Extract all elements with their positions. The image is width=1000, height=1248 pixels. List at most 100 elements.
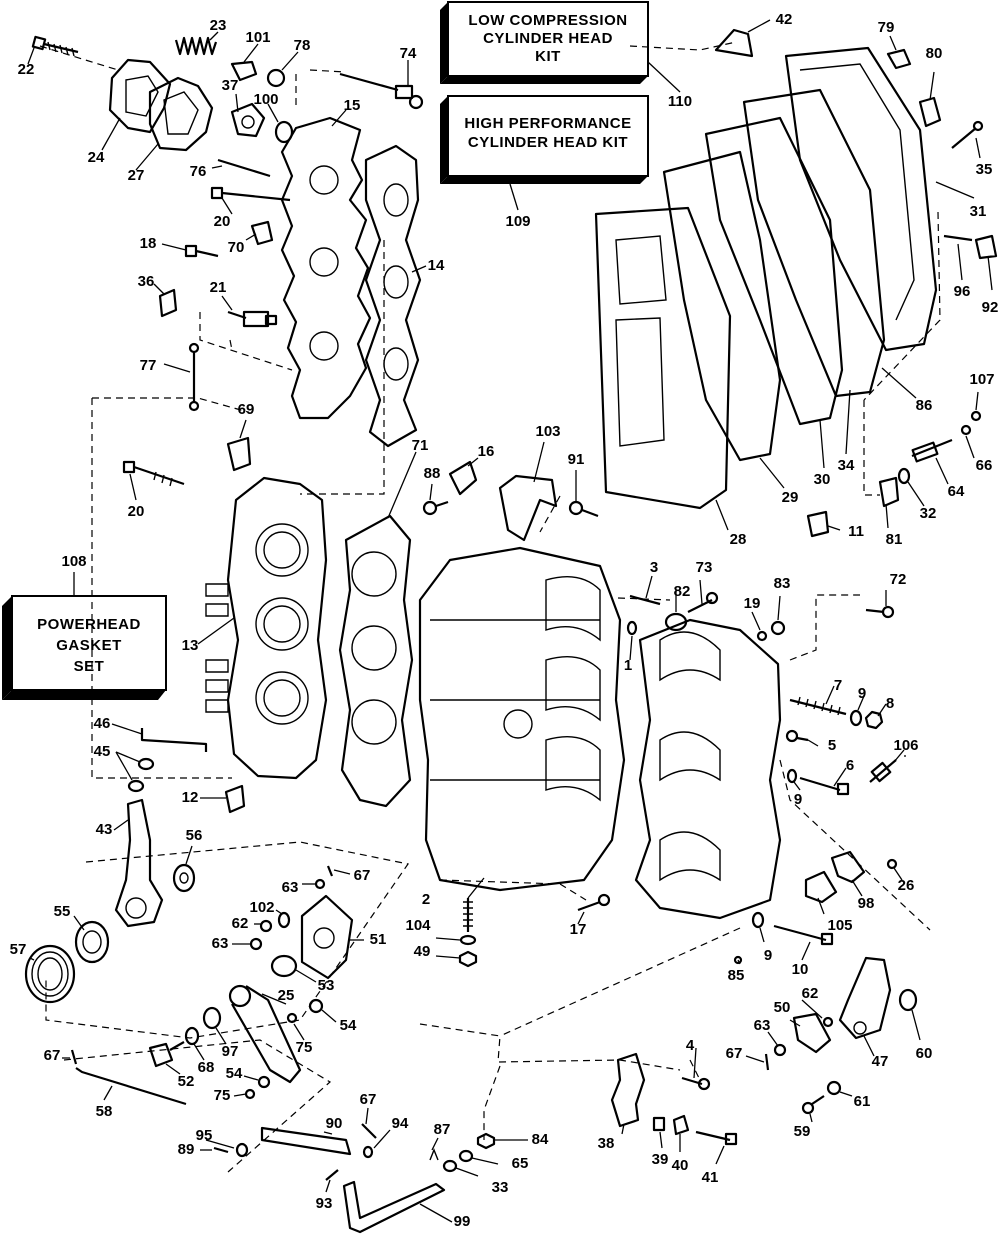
part-1-pin bbox=[626, 620, 638, 636]
part-87-clip bbox=[429, 1148, 439, 1161]
part-67-pin-top bbox=[326, 865, 334, 877]
part-81-clip bbox=[878, 476, 900, 508]
part-94-washer bbox=[362, 1145, 374, 1159]
callout-87: 87 bbox=[434, 1121, 451, 1138]
callout-71: 71 bbox=[412, 437, 429, 454]
callout-104: 104 bbox=[405, 917, 431, 934]
part-7-stud bbox=[789, 696, 847, 716]
callout-24: 24 bbox=[88, 149, 105, 166]
part-52-screw bbox=[148, 1041, 185, 1068]
part-77-wire bbox=[188, 342, 200, 412]
callout-99: 99 bbox=[454, 1213, 471, 1230]
leader-109 bbox=[509, 183, 519, 211]
callout-66: 66 bbox=[976, 457, 993, 474]
part-42-cap bbox=[714, 28, 754, 58]
part-9-washer-lower bbox=[751, 911, 765, 929]
part-65-washer bbox=[458, 1149, 474, 1163]
callout-105: 105 bbox=[827, 917, 852, 934]
callout-39: 39 bbox=[652, 1151, 669, 1168]
callout-57: 57 bbox=[10, 941, 27, 958]
part-26-ball bbox=[886, 858, 898, 870]
callout-75-top: 75 bbox=[296, 1039, 313, 1056]
callout-20: 20 bbox=[214, 213, 231, 230]
callout-8: 8 bbox=[886, 695, 894, 712]
callout-108: 108 bbox=[61, 553, 86, 570]
part-59-screw bbox=[801, 1095, 825, 1115]
crankcase-front-half bbox=[634, 618, 782, 920]
part-15-cylinder-head bbox=[280, 116, 372, 420]
part-27-gasket bbox=[148, 76, 214, 152]
part-20-bolt-top bbox=[210, 186, 291, 202]
part-79-clip bbox=[886, 48, 912, 70]
callout-101: 101 bbox=[245, 29, 270, 46]
callout-37: 37 bbox=[222, 77, 239, 94]
part-67-pin-left bbox=[70, 1049, 78, 1065]
part-88-screw bbox=[422, 500, 449, 516]
part-35-screw bbox=[951, 120, 984, 149]
callout-58: 58 bbox=[96, 1103, 113, 1120]
callout-63: 63 bbox=[212, 935, 229, 952]
callout-4: 4 bbox=[686, 1037, 695, 1054]
callout-11: 11 bbox=[848, 523, 864, 540]
part-38-bracket bbox=[610, 1052, 646, 1128]
part-80-clip bbox=[918, 96, 942, 128]
callout-64: 64 bbox=[948, 483, 965, 500]
callout-7: 7 bbox=[834, 677, 842, 694]
part-37-thermostat bbox=[230, 102, 266, 138]
part-39-spring bbox=[652, 1116, 666, 1132]
callout-79: 79 bbox=[878, 19, 895, 36]
part-50-link bbox=[792, 1012, 832, 1054]
part-103-bracket bbox=[498, 474, 558, 542]
callout-107: 107 bbox=[969, 371, 994, 388]
callout-67-lower: 67 bbox=[360, 1091, 377, 1108]
part-19-ball bbox=[756, 630, 768, 642]
callout-35: 35 bbox=[976, 161, 993, 178]
callout-26: 26 bbox=[898, 877, 915, 894]
powerhead-line-3: SET bbox=[74, 658, 105, 675]
part-102-washer bbox=[277, 911, 291, 929]
part-56-washer bbox=[172, 863, 196, 893]
callout-1: 1 bbox=[624, 657, 632, 674]
callout-88: 88 bbox=[424, 465, 441, 482]
callout-53: 53 bbox=[318, 977, 335, 994]
part-24-cover bbox=[108, 58, 172, 134]
callout-72: 72 bbox=[890, 571, 907, 588]
callout-83: 83 bbox=[774, 575, 791, 592]
callout-32: 32 bbox=[920, 505, 937, 522]
callout-100: 100 bbox=[253, 91, 278, 108]
part-107-ball bbox=[970, 410, 982, 422]
callout-22: 22 bbox=[18, 61, 35, 78]
callout-75: 75 bbox=[214, 1087, 231, 1104]
callout-52: 52 bbox=[178, 1073, 195, 1090]
part-3-dowel bbox=[629, 594, 661, 606]
part-13-cylinder-cover bbox=[205, 476, 328, 780]
callout-3: 3 bbox=[650, 559, 658, 576]
callout-84: 84 bbox=[532, 1131, 549, 1148]
part-74-sensor bbox=[339, 72, 424, 110]
part-9-washer bbox=[849, 709, 863, 727]
callout-62: 62 bbox=[232, 915, 249, 932]
part-73-screw bbox=[687, 591, 719, 613]
callout-93: 93 bbox=[316, 1195, 333, 1212]
part-72-screw bbox=[865, 605, 895, 619]
callout-62-right: 62 bbox=[802, 985, 819, 1002]
part-45-caps bbox=[127, 757, 155, 793]
callout-30: 30 bbox=[814, 471, 831, 488]
part-18-bolt bbox=[184, 244, 219, 258]
part-93-screw bbox=[325, 1169, 339, 1181]
part-68-washer bbox=[184, 1026, 200, 1046]
part-98-link bbox=[830, 850, 866, 884]
part-78-plug bbox=[266, 68, 286, 88]
callout-42: 42 bbox=[776, 11, 793, 28]
callout-67-left: 67 bbox=[44, 1047, 61, 1064]
callout-51: 51 bbox=[370, 931, 387, 948]
part-85-pin bbox=[733, 955, 743, 965]
callout-45: 45 bbox=[94, 743, 111, 760]
callout-21: 21 bbox=[210, 279, 227, 296]
callout-85: 85 bbox=[728, 967, 745, 984]
callout-17: 17 bbox=[570, 921, 587, 938]
part-12-clip bbox=[224, 784, 246, 814]
part-99-arm bbox=[342, 1180, 446, 1234]
callout-74: 74 bbox=[400, 45, 417, 62]
